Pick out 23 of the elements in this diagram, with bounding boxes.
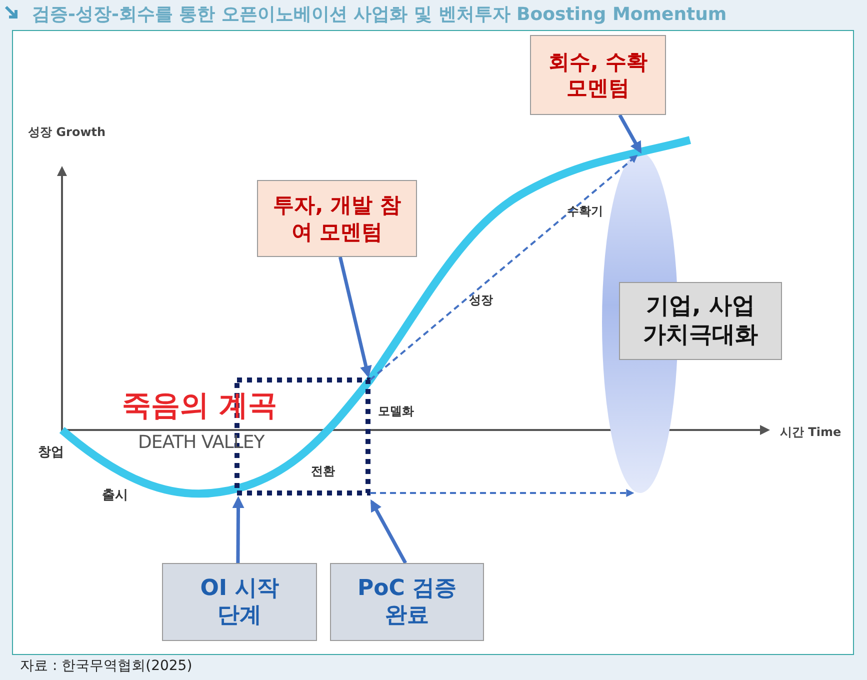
label: 창업 xyxy=(38,444,64,461)
title: 검증-성장-회수를 통한 오픈이노베이션 사업화 및 벤처투자 Boosting Momentum xyxy=(32,3,727,26)
arrow xyxy=(232,496,244,564)
arrow xyxy=(618,114,642,154)
text-box: 회수, 수확 모멘텀 xyxy=(530,35,666,115)
label: 시간 Time xyxy=(780,424,842,441)
arrow xyxy=(369,154,638,381)
label: 성장 Growth xyxy=(28,124,106,141)
text-box: OI 시작 단계 xyxy=(162,563,317,641)
label: 수확기 xyxy=(567,203,603,220)
text-box: PoC 검증완료 xyxy=(330,563,484,641)
caption: 자료 : 한국무역협회(2025) xyxy=(20,657,192,675)
arrow xyxy=(370,499,407,564)
arrow xyxy=(338,256,372,378)
label: 전환 xyxy=(311,463,335,480)
label: 출시 xyxy=(102,487,128,504)
text-box: 투자, 개발 참여 모멘텀 xyxy=(257,180,417,257)
label: 죽음의 계곡 xyxy=(122,387,278,424)
label: 성장 xyxy=(469,292,493,309)
label: 모델화 xyxy=(378,403,414,420)
arrow xyxy=(370,489,634,497)
text-box: 기업, 사업 가치극대화 xyxy=(619,282,782,360)
label: DEATH VALLEY xyxy=(138,432,264,453)
